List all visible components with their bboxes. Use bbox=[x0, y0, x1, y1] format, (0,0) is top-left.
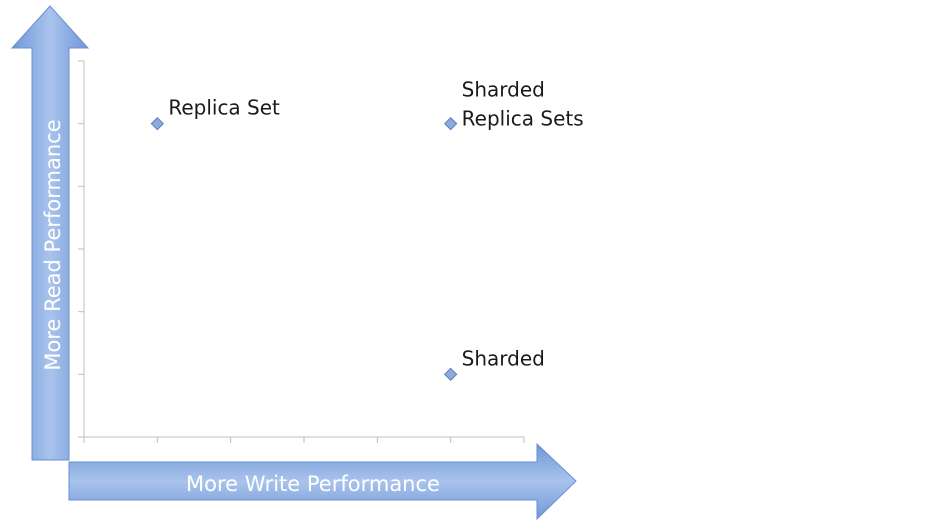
point-marker-2 bbox=[443, 367, 458, 382]
x-axis-label: More Write Performance bbox=[186, 472, 440, 496]
y-axis-arrow bbox=[10, 5, 90, 461]
point-marker-1 bbox=[443, 116, 458, 131]
point-label-1-line-1: Replica Sets bbox=[462, 107, 584, 131]
point-label-0: Replica Set bbox=[168, 96, 280, 120]
x-axis-arrow bbox=[68, 442, 577, 521]
point-label-2: Sharded bbox=[462, 346, 545, 370]
point-label-1-line-0: Sharded bbox=[462, 78, 545, 102]
point-marker-0 bbox=[150, 116, 165, 131]
axis-ticks bbox=[78, 60, 525, 443]
y-axis-label: More Read Performance bbox=[41, 119, 65, 370]
